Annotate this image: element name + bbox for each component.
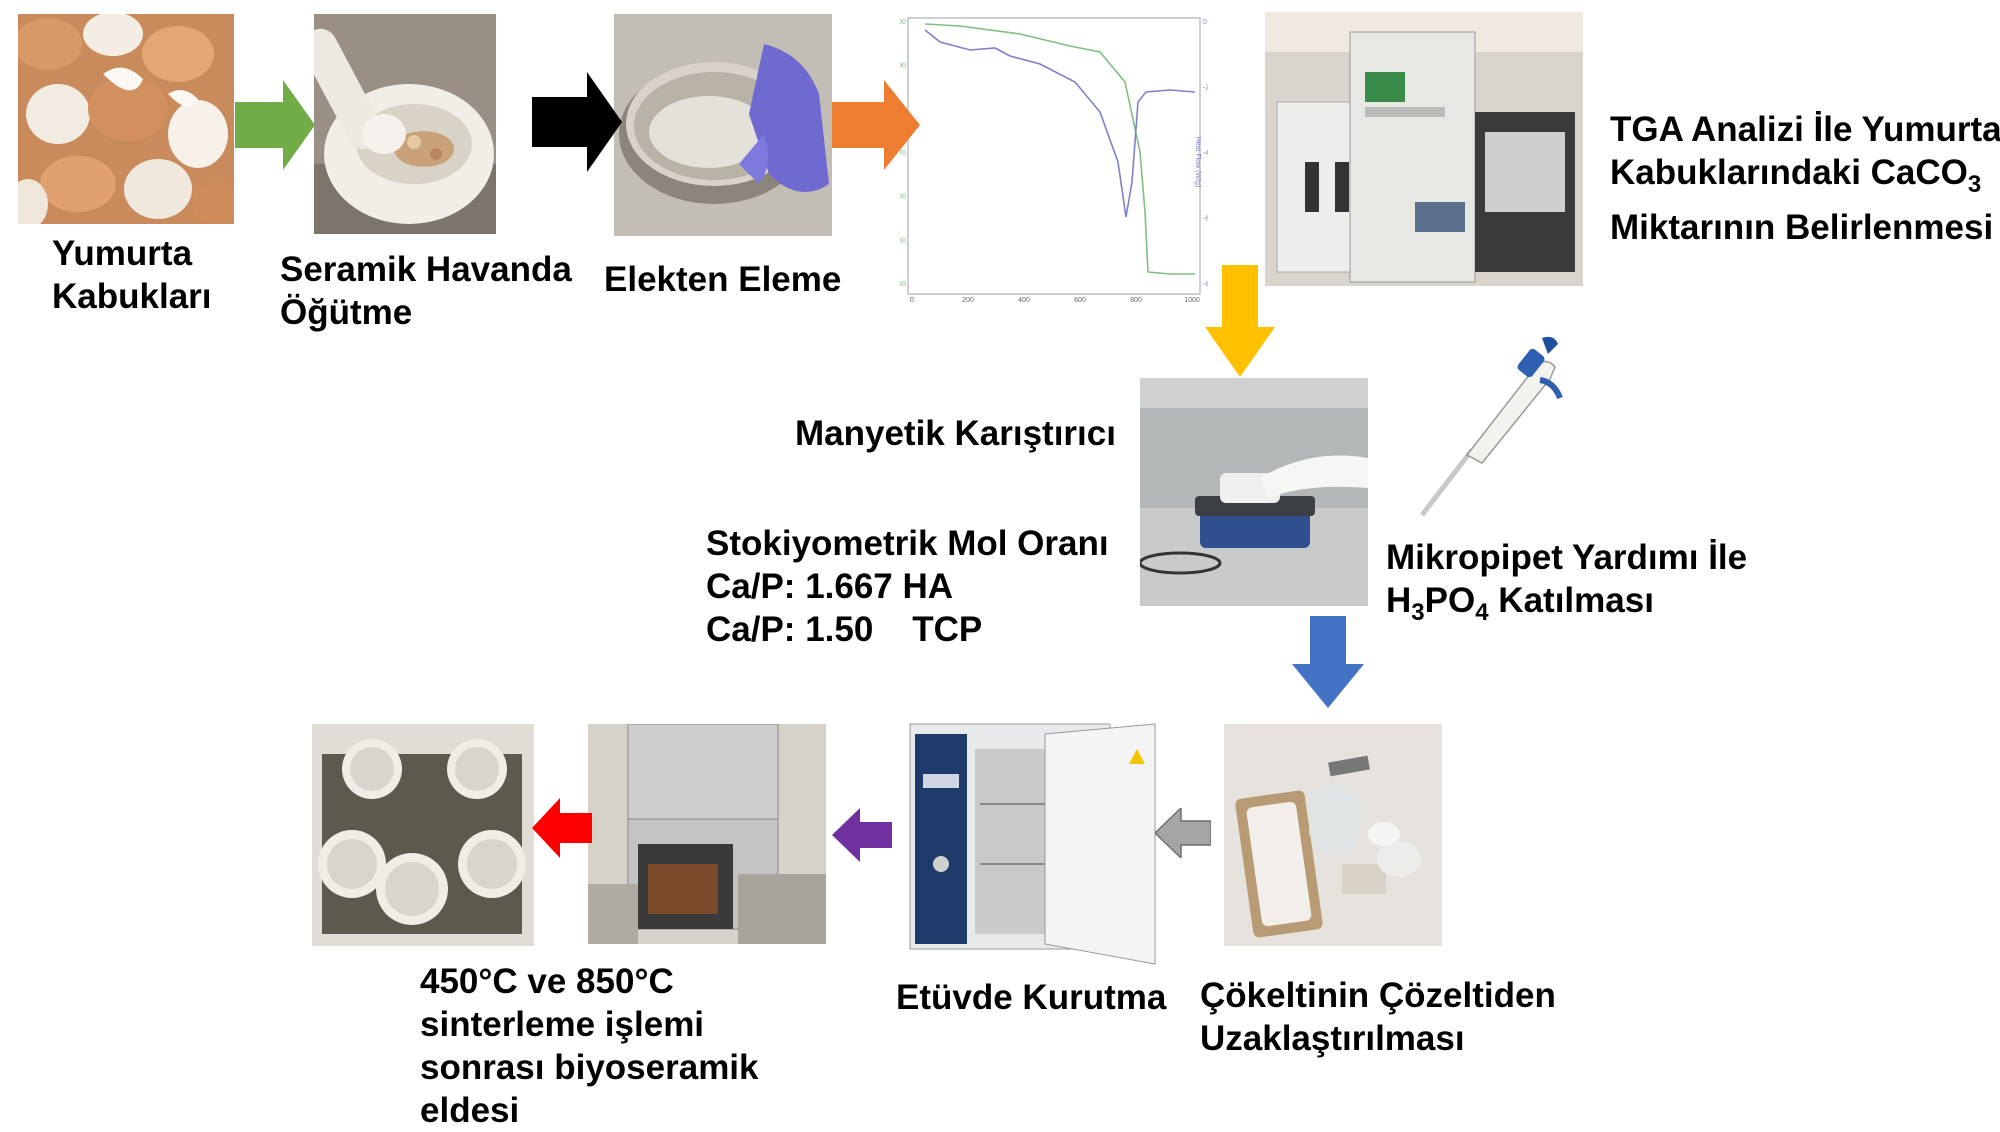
tga-right-tick-label: -8 [1203, 281, 1208, 288]
label-tga-line3: Miktarının Belirlenmesi [1610, 208, 1994, 247]
tga-left-tick-label: 50 [900, 237, 906, 244]
drying-oven-photo [905, 714, 1167, 970]
label-ratio-line3: Ca/P: 1.50 TCP [706, 610, 983, 649]
label-pipette-line1: Mikropipet Yardımı İle [1386, 538, 1748, 577]
label-sintering-line1: 450°C ve 850°C [420, 962, 674, 1001]
label-sieving: Elekten Eleme [604, 258, 841, 301]
green-arrow [235, 80, 315, 175]
heatflow-curve [924, 29, 1196, 218]
label-stirrer: Manyetik Karıştırıcı [795, 412, 1116, 455]
tga-x-tick-label: 0 [910, 297, 914, 304]
black-arrow [532, 72, 622, 177]
label-grinding: Seramik Havanda Öğütme [280, 248, 572, 334]
label-grinding-line1: Seramik Havanda [280, 250, 572, 289]
label-stirrer-line1: Manyetik Karıştırıcı [795, 414, 1116, 453]
label-pipette-line2: H3PO4 Katılması [1386, 581, 1654, 626]
red-arrow [532, 798, 592, 863]
label-tga-line1: TGA Analizi İle Yumurta [1610, 110, 2000, 149]
blue-arrow [1292, 616, 1364, 713]
tga-x-tick-label: 200 [962, 297, 974, 304]
sieve-photo [614, 14, 832, 236]
tga-instrument-photo [1265, 12, 1583, 286]
label-eggshells-line1: Yumurta [52, 234, 193, 273]
label-pipette: Mikropipet Yardımı İle H3PO4 Katılması [1386, 536, 1747, 634]
label-drying: Etüvde Kurutma [896, 976, 1166, 1019]
tga-x-tick-label: 400 [1018, 297, 1030, 304]
micropipette-photo [1392, 330, 1572, 530]
tga-x-tick-label: 1000 [1184, 297, 1200, 304]
label-eggshells: Yumurta Kabukları [52, 232, 212, 318]
label-sieving-line1: Elekten Eleme [604, 260, 842, 299]
label-drying-line1: Etüvde Kurutma [896, 978, 1167, 1017]
label-grinding-line2: Öğütme [280, 293, 413, 332]
purple-arrow [832, 808, 892, 867]
mortar-pestle-photo [314, 14, 496, 234]
label-separation-line2: Uzaklaştırılması [1200, 1019, 1465, 1058]
label-sintering-line3: sonrası biyoseramik [420, 1048, 759, 1087]
label-ratio-line1: Stokiyometrik Mol Oranı [706, 524, 1109, 563]
tga-right-tick-label: -4 [1203, 150, 1208, 157]
label-separation-line1: Çökeltinin Çözeltiden [1200, 976, 1556, 1015]
tga-right-tick-label: 0 [1203, 19, 1207, 26]
gray-arrow [1153, 806, 1212, 863]
sintering-furnace-photo [588, 724, 826, 944]
magnetic-stirrer-photo [1140, 378, 1368, 606]
tga-left-tick-label: 90 [900, 63, 906, 70]
tga-left-tick-label: 100 [900, 19, 906, 26]
label-tga: TGA Analizi İle Yumurta Kabuklarındaki C… [1610, 108, 2000, 249]
yellow-arrow [1205, 265, 1275, 382]
label-sintering-line4: eldesi [420, 1091, 520, 1130]
bioceramic-crucibles-photo [312, 724, 534, 946]
tga-right-axis-label: Heat Flow (W/g) [1194, 137, 1201, 188]
label-separation: Çökeltinin Çözeltiden Uzaklaştırılması [1200, 974, 1556, 1060]
weight-curve [924, 23, 1195, 275]
label-sintering-line2: sinterleme işlemi [420, 1005, 705, 1044]
tga-right-tick-label: -6 [1203, 216, 1208, 223]
eggshells-photo [18, 14, 234, 224]
tga-x-tick-label: 800 [1130, 297, 1142, 304]
tga-left-tick-label: 40 [900, 281, 906, 288]
label-ratio-line2: Ca/P: 1.667 HA [706, 567, 954, 606]
label-sintering: 450°C ve 850°C sinterleme işlemi sonrası… [420, 960, 759, 1132]
tga-right-tick-label: -2 [1203, 85, 1208, 92]
orange-arrow [832, 80, 920, 175]
tga-x-ticks: 0 200 400 600 800 1000 [910, 297, 1200, 304]
label-ratio: Stokiyometrik Mol Oranı Ca/P: 1.667 HA C… [706, 522, 1109, 651]
tga-right-ticks: 0 -2 -4 -6 -8 [1203, 19, 1208, 288]
label-eggshells-line2: Kabukları [52, 277, 212, 316]
tga-left-tick-label: 70 [900, 150, 906, 157]
tga-x-tick-label: 600 [1074, 297, 1086, 304]
tga-left-tick-label: 60 [900, 194, 906, 201]
label-tga-line2: Kabuklarındaki CaCO3 [1610, 153, 1982, 198]
precipitate-separation-photo [1224, 724, 1442, 946]
